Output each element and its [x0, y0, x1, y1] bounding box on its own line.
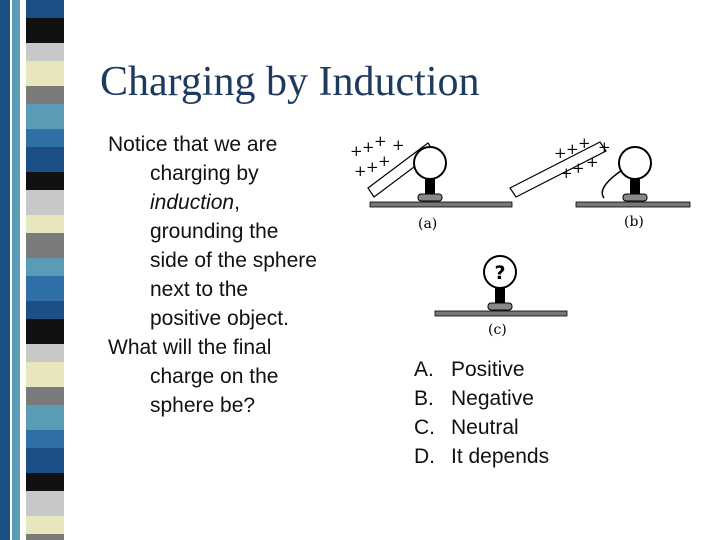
metal-sphere-a	[413, 146, 447, 180]
decorative-stripe	[0, 0, 64, 540]
plus-sign: +	[366, 158, 379, 176]
charged-rod-b	[509, 141, 607, 198]
answer-options: A. Positive B. Negative C. Neutral D. It dep…	[414, 355, 549, 471]
option-text: Positive	[451, 358, 525, 381]
option-d: D. It depends	[414, 442, 549, 471]
stripe-block	[26, 258, 64, 276]
stripe-block	[26, 387, 64, 405]
plus-sign: +	[572, 159, 585, 177]
stripe-block	[26, 129, 64, 147]
stripe-block	[26, 0, 64, 18]
body-text-start: Notice that we are charging by	[108, 133, 278, 185]
body-paragraph-1: Notice that we are charging by induction…	[108, 130, 320, 333]
stripe-block	[26, 18, 64, 43]
stripe-block	[26, 104, 64, 129]
stripe-block	[26, 61, 64, 86]
stripe-block	[26, 473, 64, 491]
body-paragraph-2: What will the final charge on the sphere…	[108, 336, 279, 417]
panel-b: + + + + + + + (b)	[509, 134, 691, 230]
stripe-block	[26, 301, 64, 319]
panel-c: ? (c)	[434, 255, 568, 338]
stand-base-c	[487, 302, 513, 311]
induction-diagram: + + + + + + + (a) + + + + + + + (b) ? (c…	[350, 132, 691, 338]
plus-sign: +	[378, 152, 391, 170]
plus-sign: +	[354, 162, 367, 180]
slide-title: Charging by Induction	[100, 59, 480, 105]
option-letter: D.	[414, 445, 435, 468]
plus-sign: +	[598, 138, 611, 156]
plus-sign: +	[578, 134, 591, 152]
stripe-block	[26, 233, 64, 258]
option-b: B. Negative	[414, 384, 549, 413]
stripe-block	[26, 534, 64, 540]
stripe-block	[26, 215, 64, 233]
ground-wire-b	[601, 169, 623, 199]
table-b	[575, 201, 691, 208]
table-c	[434, 310, 568, 317]
insulating-stand-b	[630, 179, 640, 197]
plus-sign: +	[554, 144, 567, 162]
stripe-block	[26, 430, 64, 448]
stripe-block	[26, 344, 64, 362]
panel-a: + + + + + + + (a)	[350, 132, 513, 232]
unknown-charge-mark: ?	[494, 262, 505, 284]
stripe-block	[26, 448, 64, 473]
stripe-block	[26, 491, 64, 516]
metal-sphere-b	[618, 146, 652, 180]
stripe-block	[26, 86, 64, 104]
plus-sign: +	[392, 136, 405, 154]
option-text: It depends	[451, 445, 550, 468]
plus-sign: +	[362, 138, 375, 156]
option-letter: B.	[414, 387, 434, 410]
stripe-block	[26, 43, 64, 61]
panel-label-b: (b)	[624, 214, 644, 230]
insulating-stand-a	[425, 179, 435, 197]
option-text: Negative	[451, 387, 534, 410]
plus-sign: +	[560, 164, 573, 182]
table-a	[369, 201, 513, 208]
stripe-block	[26, 319, 64, 344]
stripe-block	[26, 276, 64, 301]
stand-base-b	[622, 193, 648, 202]
panel-label-c: (c)	[488, 322, 507, 338]
option-letter: A.	[414, 358, 434, 381]
option-c: C. Neutral	[414, 413, 549, 442]
stripe-block	[26, 172, 64, 190]
stand-base-a	[417, 193, 443, 202]
plus-sign: +	[566, 140, 579, 158]
slide-body: Notice that we are charging by induction…	[108, 130, 320, 420]
plus-sign: +	[350, 142, 363, 160]
body-text-emphasis: induction	[150, 191, 235, 214]
plus-sign: +	[374, 132, 387, 150]
stripe-block	[26, 362, 64, 387]
stripe-edge	[0, 0, 10, 540]
stripe-block	[26, 147, 64, 172]
option-letter: C.	[414, 416, 435, 439]
stripe-block	[26, 405, 64, 430]
stripe-edge	[12, 0, 20, 540]
body-text-end: , grounding the side of the sphere next …	[150, 191, 317, 330]
option-text: Neutral	[451, 416, 519, 439]
option-a: A. Positive	[414, 355, 549, 384]
panel-label-a: (a)	[418, 216, 437, 232]
stripe-block	[26, 190, 64, 215]
plus-sign: +	[586, 153, 599, 171]
stripe-block	[26, 516, 64, 534]
insulating-stand-c	[495, 288, 505, 306]
